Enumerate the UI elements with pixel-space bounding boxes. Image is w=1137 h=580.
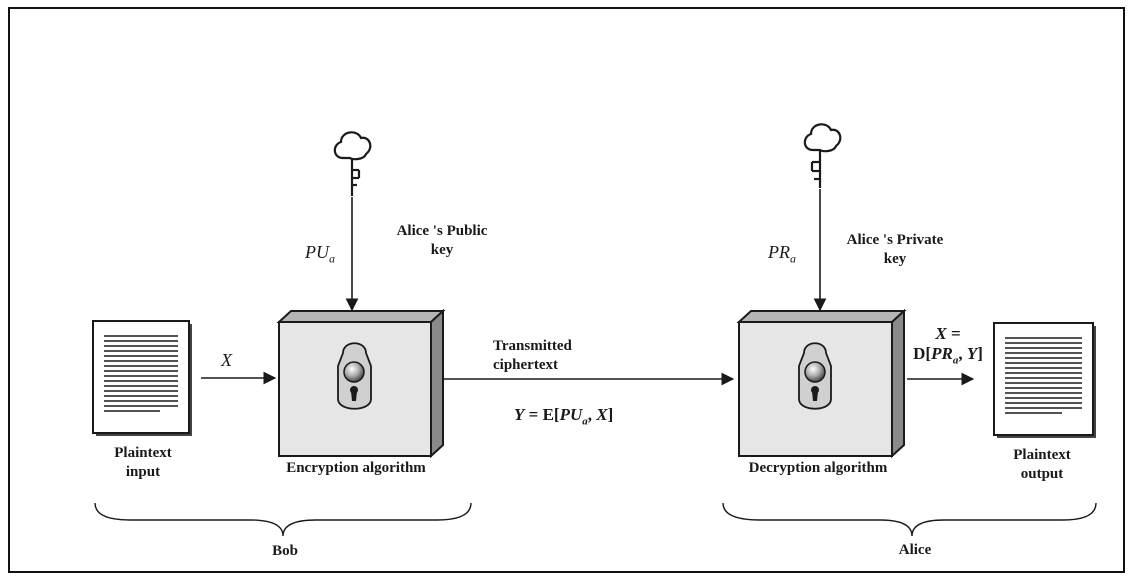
bob-label: Bob [272,543,298,559]
alice-brace-icon [722,502,1097,537]
private-key-icon [803,123,842,188]
input-x-symbol: X [221,350,232,370]
decryption-box [736,308,907,459]
encryption-algorithm-label: Encryption algorithm [286,460,426,476]
public-key-symbol: PUa [305,242,335,266]
encryption-lock-icon [337,342,372,410]
decryption-algorithm-label: Decryption algorithm [748,460,888,476]
alice-label: Alice [898,542,932,558]
decryption-lock-icon [798,342,832,410]
encryption-box [276,308,446,459]
bob-brace-icon [94,502,472,537]
plaintext-input-document-icon [92,320,192,436]
private-key-symbol: PRa [768,242,796,266]
ciphertext-equation: Y = E[PUa, X] [514,405,614,428]
public-key-icon [333,131,372,196]
output-equation: X = D[PRa, Y] [913,324,983,367]
diagram-frame [8,7,1125,573]
plaintext-output-document-icon [993,322,1096,438]
